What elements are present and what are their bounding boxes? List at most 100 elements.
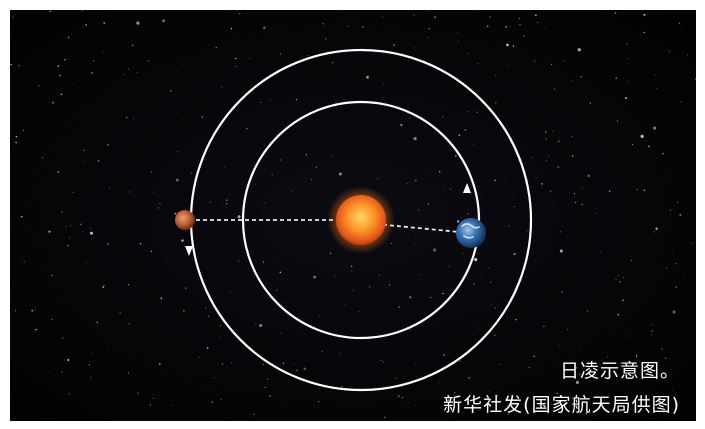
- star: [97, 160, 100, 162]
- star: [279, 271, 281, 273]
- star: [438, 381, 440, 383]
- star: [665, 266, 668, 269]
- star: [608, 190, 611, 192]
- star: [235, 65, 238, 68]
- star: [72, 359, 74, 361]
- star: [414, 243, 416, 245]
- star: [239, 12, 241, 15]
- star: [496, 394, 498, 396]
- star: [400, 123, 403, 127]
- star: [488, 390, 490, 392]
- star: [221, 86, 223, 88]
- star: [280, 332, 282, 334]
- star: [329, 252, 332, 254]
- star: [562, 60, 565, 62]
- star: [237, 215, 241, 219]
- star: [571, 135, 573, 138]
- star: [430, 296, 432, 298]
- star: [318, 401, 320, 403]
- star: [181, 239, 184, 242]
- star: [389, 284, 391, 286]
- star: [220, 399, 222, 401]
- earth-orbit: [241, 100, 481, 340]
- star: [162, 19, 166, 23]
- star: [310, 179, 312, 181]
- star: [339, 353, 340, 354]
- star: [421, 116, 422, 117]
- star: [160, 297, 163, 300]
- caption-line-1: 日凌示意图。: [559, 360, 680, 382]
- star: [617, 274, 619, 276]
- star: [271, 173, 273, 176]
- star: [595, 212, 596, 214]
- star: [600, 251, 602, 253]
- star: [103, 22, 105, 24]
- star: [208, 315, 210, 317]
- star: [91, 352, 93, 354]
- star: [11, 223, 13, 225]
- star: [215, 46, 217, 49]
- star: [409, 329, 412, 331]
- star: [554, 88, 556, 90]
- star: [136, 71, 138, 73]
- star: [263, 201, 265, 204]
- star: [296, 369, 298, 372]
- star: [489, 16, 491, 18]
- star: [279, 53, 281, 55]
- star: [201, 116, 203, 118]
- star: [647, 398, 649, 400]
- star: [352, 290, 354, 291]
- star: [513, 206, 515, 208]
- star: [672, 310, 676, 314]
- star: [15, 141, 17, 144]
- star: [136, 21, 140, 25]
- sun: [336, 195, 386, 245]
- star: [575, 380, 579, 384]
- star: [604, 376, 606, 379]
- star: [519, 401, 521, 403]
- star: [631, 259, 633, 262]
- star: [539, 402, 541, 405]
- star: [586, 310, 589, 312]
- star: [467, 213, 469, 215]
- star: [457, 41, 459, 43]
- star: [128, 323, 130, 325]
- star: [622, 299, 624, 302]
- star: [413, 136, 417, 141]
- star: [90, 231, 93, 235]
- star: [474, 258, 478, 262]
- star: [579, 373, 581, 376]
- star: [22, 129, 24, 131]
- star: [102, 51, 104, 53]
- star: [266, 378, 269, 381]
- star: [508, 65, 510, 67]
- star: [213, 377, 215, 379]
- star: [185, 287, 187, 289]
- star: [132, 44, 134, 46]
- star: [561, 291, 563, 293]
- star: [459, 360, 461, 362]
- star: [49, 10, 51, 12]
- star: [651, 330, 653, 332]
- star: [229, 291, 231, 293]
- star: [68, 393, 70, 395]
- star: [280, 159, 282, 161]
- star: [524, 182, 526, 183]
- star: [636, 188, 638, 191]
- star: [72, 191, 74, 193]
- star: [528, 367, 530, 369]
- star: [527, 383, 528, 385]
- star: [211, 306, 212, 308]
- star: [501, 400, 502, 401]
- star: [84, 160, 86, 162]
- star: [473, 334, 475, 335]
- star: [413, 14, 415, 16]
- star: [652, 324, 654, 326]
- star: [655, 227, 658, 230]
- star: [153, 398, 155, 400]
- star: [18, 65, 20, 67]
- star: [38, 85, 40, 87]
- star: [157, 207, 160, 209]
- star: [190, 172, 193, 175]
- star: [627, 81, 629, 83]
